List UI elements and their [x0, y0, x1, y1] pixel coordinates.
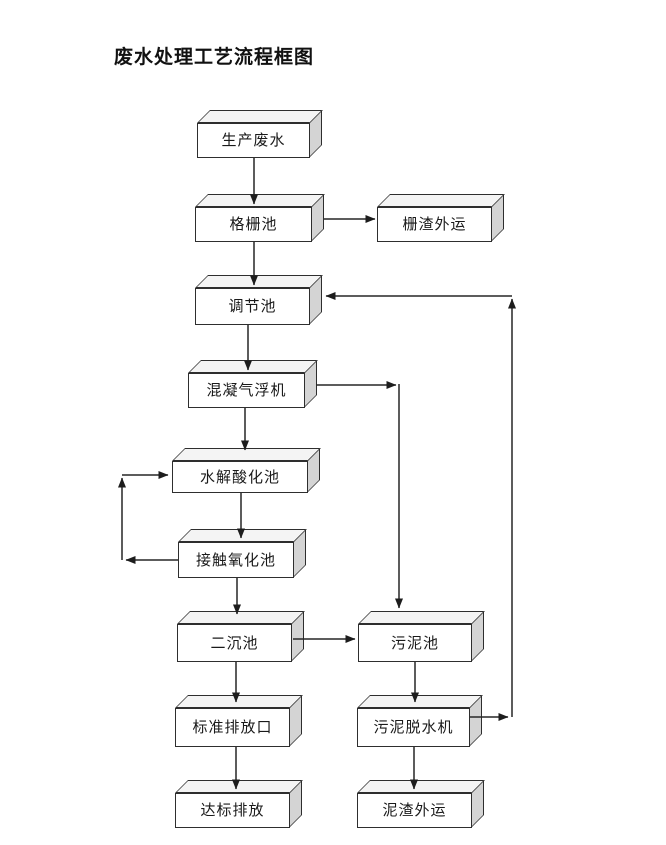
- node-label: 污泥脱水机: [373, 720, 454, 736]
- box-front-face: 二沉池: [177, 624, 292, 662]
- box-front-face: 栅渣外运: [377, 207, 492, 242]
- box-front-face: 达标排放: [175, 793, 290, 828]
- box-top-face: [188, 360, 318, 373]
- box-front-face: 生产废水: [197, 123, 310, 158]
- node-label: 达标排放: [200, 803, 265, 819]
- node-label: 二沉池: [210, 635, 259, 652]
- box-top-face: [377, 194, 505, 207]
- node-label: 混凝气浮机: [206, 383, 287, 399]
- box-front-face: 污泥脱水机: [357, 708, 470, 747]
- box-top-face: [195, 275, 323, 288]
- box-front-face: 调节池: [195, 288, 310, 325]
- box-front-face: 水解酸化池: [172, 461, 308, 493]
- node-label: 标准排放口: [192, 720, 273, 736]
- box-top-face: [357, 695, 483, 708]
- box-top-face: [357, 780, 485, 793]
- diagram-title: 废水处理工艺流程框图: [114, 47, 315, 68]
- box-top-face: [177, 611, 305, 624]
- box-front-face: 泥渣外运: [357, 793, 472, 828]
- box-front-face: 混凝气浮机: [188, 373, 305, 408]
- box-top-face: [197, 110, 323, 123]
- box-top-face: [178, 529, 307, 542]
- box-front-face: 标准排放口: [175, 708, 290, 747]
- node-label: 调节池: [228, 299, 277, 315]
- box-front-face: 污泥池: [358, 624, 472, 662]
- box-front-face: 格栅池: [195, 207, 312, 242]
- box-top-face: [358, 611, 485, 624]
- node-label: 生产废水: [221, 133, 286, 149]
- node-label: 栅渣外运: [402, 217, 467, 233]
- node-label: 污泥池: [390, 635, 439, 652]
- box-top-face: [175, 695, 303, 708]
- node-label: 接触氧化池: [195, 552, 276, 569]
- box-top-face: [172, 448, 321, 461]
- node-label: 水解酸化池: [199, 469, 280, 486]
- box-top-face: [195, 194, 325, 207]
- box-front-face: 接触氧化池: [178, 542, 294, 578]
- node-label: 泥渣外运: [382, 803, 447, 819]
- node-label: 格栅池: [229, 217, 278, 233]
- box-top-face: [175, 780, 303, 793]
